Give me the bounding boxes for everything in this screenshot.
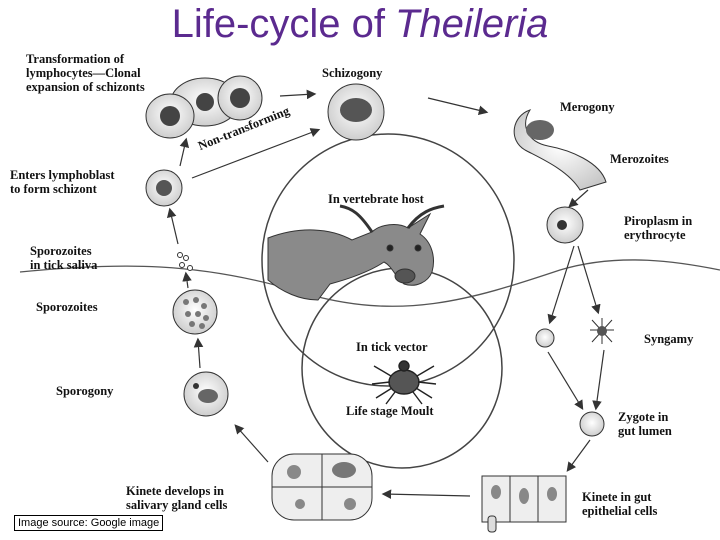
arrow-to-merogony xyxy=(427,97,489,115)
arrow-saliva-lymphoblast xyxy=(166,207,179,245)
title-italic: Theileria xyxy=(395,2,549,46)
label-sporozoites: Sporozoites xyxy=(36,300,98,314)
arrow-piroplasm-syngamy-1 xyxy=(547,245,575,325)
sporogony-cell xyxy=(183,371,229,417)
arrow-lymphoblast-transformation xyxy=(179,137,190,167)
label-syngamy: Syngamy xyxy=(644,332,694,346)
label-enters-lymphoblast: Enters lymphoblast to form schizont xyxy=(10,168,115,196)
arrow-syngamy-zygote-2 xyxy=(592,349,605,411)
cow-illustration xyxy=(267,204,445,301)
arrow-sporogony-sporozoites xyxy=(193,337,204,369)
schizogony-cell xyxy=(327,83,385,141)
arrow-gut-salivary xyxy=(381,489,471,499)
arrow-salivary-sporogony xyxy=(234,424,269,463)
label-sporozoites-saliva: Sporozoites in tick saliva xyxy=(30,244,98,272)
arrow-sporozoites-saliva xyxy=(182,271,192,289)
label-schizogony: Schizogony xyxy=(322,66,383,80)
label-kinete-salivary: Kinete develops in salivary gland cells xyxy=(126,484,228,512)
arrow-zygote-gut xyxy=(566,439,591,472)
vertebrate-host-circle xyxy=(261,133,515,387)
label-sporogony: Sporogony xyxy=(56,384,114,398)
title-main: Life-cycle of xyxy=(171,2,385,46)
arrow-lymphoblast-nontransforming xyxy=(191,128,321,179)
label-merozoites: Merozoites xyxy=(610,152,669,166)
label-life-stage: Life stage Moult xyxy=(346,404,434,418)
sporozoites-cell xyxy=(172,289,218,335)
gut-epithelial-cells xyxy=(481,475,567,533)
host-vector-divider xyxy=(19,259,720,307)
label-kinete-gut: Kinete in gut epithelial cells xyxy=(582,490,658,518)
tick-illustration xyxy=(371,360,437,405)
saliva-sporozoites xyxy=(177,252,193,271)
merogony-cell xyxy=(513,109,607,191)
arrow-to-piroplasm xyxy=(568,189,589,208)
syngamy-cells xyxy=(535,318,614,348)
label-in-tick-vector: In tick vector xyxy=(356,340,428,354)
arrow-piroplasm-syngamy-2 xyxy=(577,245,601,315)
zygote-cell xyxy=(579,411,605,437)
arrow-syngamy-zygote-1 xyxy=(547,351,584,411)
label-piroplasm: Piroplasm in erythrocyte xyxy=(624,214,693,242)
transforming-lymphocyte-cells xyxy=(145,75,263,139)
label-merogony: Merogony xyxy=(560,100,615,114)
piroplasm-cell xyxy=(546,206,584,244)
arrow-to-schizogony xyxy=(279,89,317,100)
image-source-note: Image source: Google image xyxy=(14,515,164,531)
label-zygote: Zygote in gut lumen xyxy=(618,410,672,438)
label-transformation: Transformation of lymphocytes—Clonal exp… xyxy=(26,52,145,94)
salivary-gland-cells xyxy=(271,453,373,521)
label-in-vertebrate-host: In vertebrate host xyxy=(328,192,424,206)
lymphoblast-cell xyxy=(145,169,183,207)
